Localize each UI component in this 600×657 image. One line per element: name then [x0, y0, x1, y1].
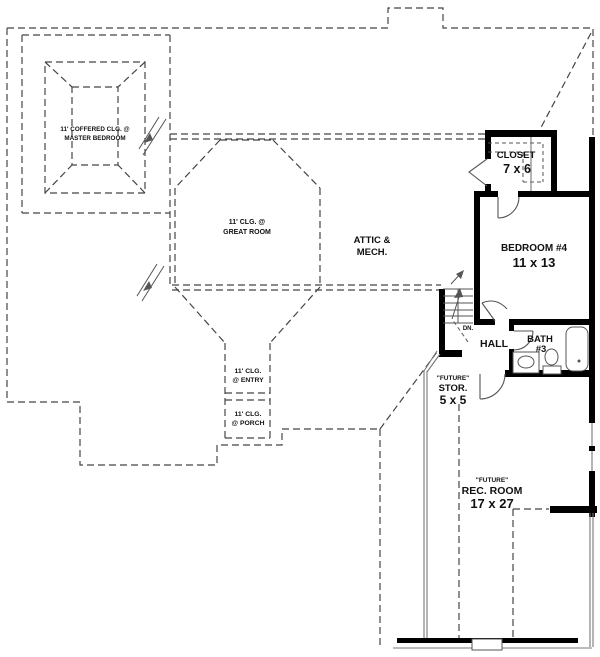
- label-coffered-ceiling-line2: MASTER BEDROOM: [64, 135, 125, 142]
- label-stairs-down: DN.: [463, 326, 474, 332]
- label-great-room-line1: 11' CLG. @: [229, 219, 266, 226]
- label-storage-name: STOR.: [439, 383, 468, 394]
- label-bath-line2: #3: [536, 344, 547, 355]
- bedroom-door: [481, 300, 508, 322]
- label-coffered-ceiling-line1: 11' COFFERED CLG. @: [60, 126, 129, 133]
- label-storage-tag: "FUTURE": [437, 375, 470, 382]
- label-closet-size: 7 x 6: [503, 162, 531, 176]
- toilet-bowl: [544, 348, 559, 366]
- room-labels: 11' COFFERED CLG. @ MASTER BEDROOM 11' C…: [60, 126, 567, 511]
- label-bath-line1: BATH: [527, 334, 553, 345]
- label-entry-line2: @ ENTRY: [232, 377, 264, 384]
- label-attic-line1: ATTIC &: [354, 235, 391, 246]
- bath-fixtures: [512, 326, 589, 375]
- label-rec-room-tag: "FUTURE": [476, 477, 509, 484]
- ridge-lines: [170, 133, 485, 291]
- label-bedroom4-name: BEDROOM #4: [501, 243, 568, 254]
- label-entry-line1: 11' CLG.: [235, 368, 262, 375]
- tub-drain: [577, 359, 581, 363]
- stair-direction-arrow: [450, 270, 469, 343]
- label-attic-line2: MECH.: [357, 247, 388, 258]
- doors: [468, 158, 534, 400]
- sink: [517, 355, 535, 369]
- closet-door: [468, 158, 488, 187]
- windows: [471, 423, 593, 651]
- bathtub: [565, 326, 589, 372]
- label-hall: HALL: [480, 338, 509, 350]
- label-great-room-line2: GREAT ROOM: [223, 229, 271, 236]
- label-bedroom4-size: 11 x 13: [513, 255, 556, 270]
- coffered-ceiling-lines: [44, 61, 146, 194]
- roof-outline-lines: [6, 7, 594, 647]
- closet-shelving: [488, 137, 544, 191]
- bay-window: [471, 638, 503, 651]
- section-break-marks: [136, 116, 167, 302]
- closet-bedroom-door: [497, 196, 520, 219]
- label-porch-line2: @ PORCH: [231, 420, 264, 427]
- label-closet-name: CLOSET: [497, 150, 536, 161]
- label-rec-room-name: REC. ROOM: [462, 485, 523, 497]
- label-porch-line1: 11' CLG.: [235, 411, 262, 418]
- toilet-tank: [542, 365, 562, 375]
- rec-room-dashed-lines: [458, 404, 549, 638]
- label-rec-room-size: 17 x 27: [470, 496, 513, 511]
- great-room-outline: [174, 139, 321, 344]
- hall-rec-room-door: [479, 373, 506, 400]
- label-storage-size: 5 x 5: [440, 393, 467, 407]
- master-bedroom-outline: [21, 34, 171, 285]
- entry-porch-outline: [224, 343, 271, 439]
- bath-door: [513, 330, 534, 351]
